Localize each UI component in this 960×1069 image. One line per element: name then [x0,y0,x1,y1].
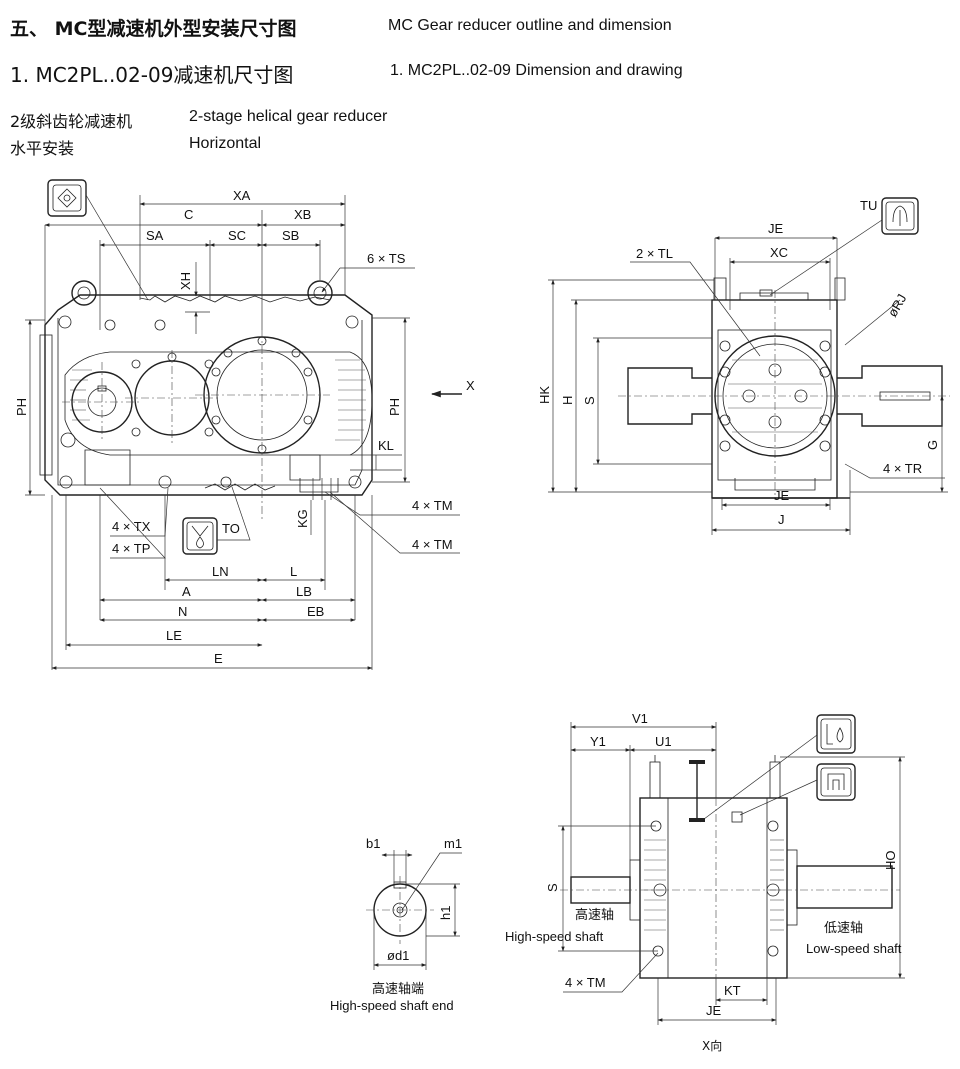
dim-PH-right-label: PH [387,398,402,416]
dim-C-label: C [184,207,193,222]
shaft-end-caption-en: High-speed shaft end [330,998,454,1013]
dim-b1-label: b1 [366,836,380,851]
dim-LE-label: LE [166,628,182,643]
dim-SC-label: SC [228,228,246,243]
view-direction-label: X向 [702,1038,722,1053]
dim-J-label: J [778,512,785,527]
dim-E-label: E [214,651,223,666]
dim-KG-label: KG [295,509,310,528]
shaft-end-caption-cn: 高速轴端 [372,981,424,997]
dim-XB-label: XB [294,207,311,222]
dim-JE-top-view-label: JE [706,1003,722,1018]
dim-TR-label: 4 × TR [883,461,922,476]
dim-L-label: L [290,564,297,579]
dim-SA-label: SA [146,228,164,243]
dim-JE-bottom-label: JE [774,488,790,503]
section-title-cn: 五、 MC型减速机外型安装尺寸图 [10,18,297,40]
front-view: XA C XB SA SC SB XH 6 × TS PH PH X KL KG… [14,179,475,670]
dim-JE-top-label: JE [768,221,784,236]
dim-TM1-label: 4 × TM [412,498,453,513]
oil-filler-symbol-icon [816,763,856,801]
high-speed-shaft-en: High-speed shaft [505,929,604,944]
low-speed-shaft-cn: 低速轴 [824,921,863,936]
dim-XC-label: XC [770,245,788,260]
dim-EB-label: EB [307,604,324,619]
dim-H-label: H [560,396,575,405]
dim-d1-label: ød1 [387,948,409,963]
top-view: V1 Y1 U1 HO S 4 × TM KT JE 高速轴 High-spee… [505,711,905,1053]
dim-TM-top-label: 4 × TM [565,975,606,990]
dim-h1-label: h1 [438,906,453,920]
high-speed-shaft-cn: 高速轴 [575,907,614,923]
dim-m1-label: m1 [444,836,462,851]
reducer-type-cn: 2级斜齿轮减速机 [10,112,133,131]
dim-TP-label: 4 × TP [112,541,150,556]
dim-N-label: N [178,604,187,619]
dim-Y1-label: Y1 [590,734,606,749]
dim-PH-left-label: PH [14,398,29,416]
mounting-cn: 水平安装 [10,139,75,158]
dipstick-symbol-icon [816,714,856,754]
dim-LN-label: LN [212,564,229,579]
oil-level-symbol-icon [47,179,87,217]
dim-HO-label: HO [883,851,898,871]
dim-HK-label: HK [537,386,552,404]
dim-XA-label: XA [233,188,251,203]
dim-G-label: G [925,440,940,450]
oil-drain-symbol-icon [182,517,218,555]
subtitle-en: 1. MC2PL..02-09 Dimension and drawing [390,62,683,79]
reducer-type-en: 2-stage helical gear reducer [189,108,388,125]
dim-A-label: A [182,584,191,599]
dim-TO-label: TO [222,521,240,536]
mounting-en: Horizontal [189,135,262,152]
dim-TL-label: 2 × TL [636,246,673,261]
dim-XH-label: XH [178,272,193,290]
subtitle-cn: 1. MC2PL..02-09减速机尺寸图 [10,63,294,87]
view-X-label: X [466,378,475,393]
dim-U1-label: U1 [655,734,672,749]
dim-RJ-label: øRJ [885,291,910,319]
dim-TM2-label: 4 × TM [412,537,453,552]
dim-S-top-label: S [545,883,560,892]
dim-TU-label: TU [860,198,877,213]
low-speed-shaft-en: Low-speed shaft [806,941,902,956]
dim-S-side-label: S [582,396,597,405]
dim-TX-label: 4 × TX [112,519,151,534]
side-view: TU JE 2 × TL XC øRJ HK H S G 4 × TR JE J [537,197,950,535]
dim-SB-label: SB [282,228,299,243]
section-title-en: MC Gear reducer outline and dimension [388,17,672,34]
dim-V1-label: V1 [632,711,648,726]
dim-TS-label: 6 × TS [367,251,406,266]
dim-LB-label: LB [296,584,312,599]
dim-KL-label: KL [378,438,394,453]
dim-KT-label: KT [724,983,741,998]
breather-symbol-icon [881,197,919,235]
shaft-end-view: b1 m1 h1 ød1 高速轴端 High-speed shaft end [330,836,462,1013]
